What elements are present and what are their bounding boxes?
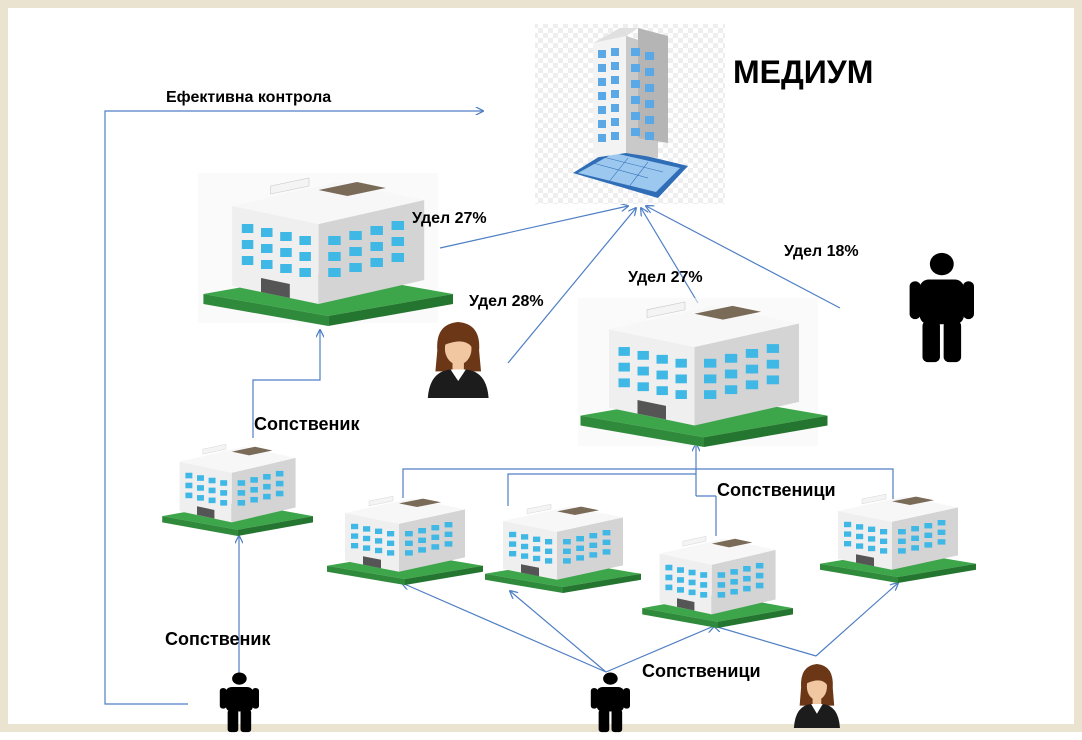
businessman-icon: [219, 672, 259, 733]
office-tower-icon: [535, 24, 725, 204]
owner-label-left-lower: Сопственик: [165, 629, 271, 649]
share-arrow-woman: [507, 208, 636, 364]
effective-control-label: Ефективна контрола: [166, 89, 331, 106]
building-icon: [484, 503, 642, 594]
building-icon: [641, 535, 794, 629]
owner-label-center: Сопственици: [717, 480, 836, 500]
building-icon: [819, 493, 977, 584]
owner-label-left-upper: Сопственик: [254, 414, 360, 434]
share-arrow-center-building: [641, 208, 699, 304]
share-arrow-man: [646, 206, 841, 309]
effective-control-arrow: [104, 111, 483, 705]
bottom-arrow-1: [402, 583, 607, 673]
ownership-diagram: МЕДИУМ Ефективна контрола Удел 27% Удел …: [104, 24, 977, 733]
share-label-man: Удел 18%: [784, 243, 859, 260]
share-label-left-building: Удел 27%: [412, 210, 487, 227]
bottom-arrow-3: [605, 626, 714, 673]
owner-label-bottom: Сопственици: [642, 661, 761, 681]
owner-arrow-left-upper: [252, 330, 320, 438]
share-label-center-building: Удел 27%: [628, 269, 703, 286]
building-icon: [578, 298, 828, 448]
businesswoman-icon: [793, 664, 840, 728]
bottom-arrow-5: [815, 583, 898, 657]
building-icon: [326, 495, 484, 586]
bottom-arrow-2: [510, 591, 607, 673]
building-icon: [161, 443, 314, 537]
businessman-icon: [909, 252, 974, 363]
businesswoman-icon: [427, 322, 489, 398]
bottom-arrow-4: [714, 626, 817, 657]
connectors: [104, 111, 898, 705]
page-title: МЕДИУМ: [733, 54, 873, 90]
owners-bracket: [402, 468, 894, 500]
building-icon: [198, 173, 454, 327]
businessman-icon: [590, 672, 630, 733]
share-arrow-left-building: [439, 206, 628, 249]
share-label-woman: Удел 28%: [469, 293, 544, 310]
